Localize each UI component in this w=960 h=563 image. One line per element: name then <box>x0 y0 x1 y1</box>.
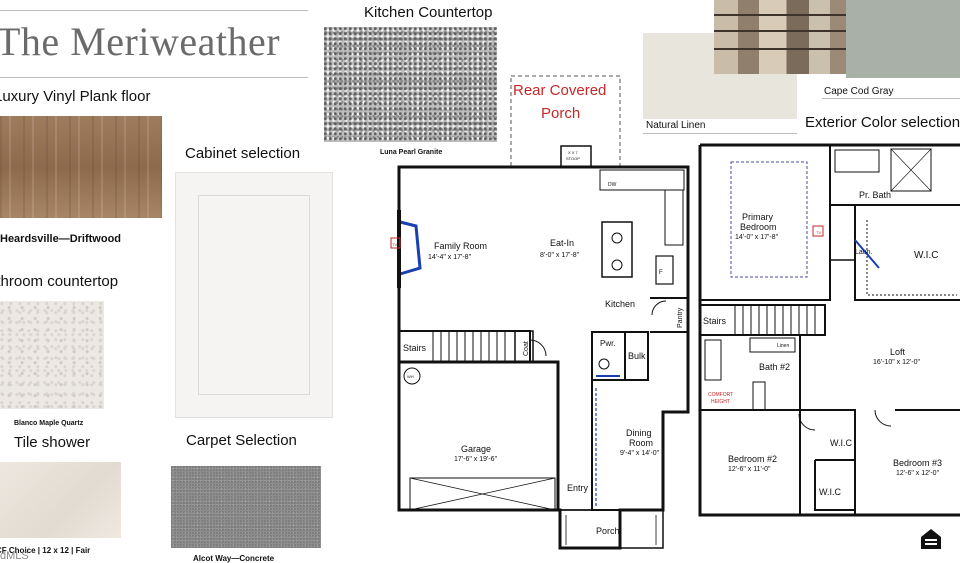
porch-label: Porch <box>596 526 620 536</box>
wic3-label: W.I.C <box>819 487 841 497</box>
gray-rule <box>822 98 960 99</box>
bed3-size: 12'-6" x 12'-0" <box>896 470 940 477</box>
coat-label: Coat <box>523 341 530 356</box>
dining-name-2: Room <box>629 438 653 448</box>
carpet-heading: Carpet Selection <box>186 432 297 449</box>
natural-linen-caption: Natural Linen <box>646 120 706 131</box>
cape-cod-gray-swatch <box>846 0 960 78</box>
pwr-label: Pwr. <box>600 339 616 348</box>
floor-heading: Luxury Vinyl Plank floor <box>0 88 151 105</box>
eat-in-name: Eat-In <box>550 238 574 248</box>
bed2-size: 12'-6" x 11'-0" <box>728 466 771 473</box>
bed3-name: Bedroom #3 <box>893 458 942 468</box>
family-room-size: 14'-4" x 17'-8" <box>428 254 472 261</box>
rear-porch-label-1: Rear Covered <box>513 82 606 99</box>
equal-housing-icon <box>921 529 941 549</box>
bath2-label: Bath #2 <box>759 362 790 372</box>
kitchen-swatch <box>324 27 497 142</box>
pr-bath-label: Pr. Bath <box>859 190 891 200</box>
pantry-label: Pantry <box>677 307 684 328</box>
loft-name: Loft <box>890 347 906 357</box>
cape-cod-gray-caption: Cape Cod Gray <box>824 86 894 97</box>
loft-size: 16'-10" x 12'-0" <box>873 359 920 366</box>
bulk-label: Bulk <box>628 351 646 361</box>
tile-caption: CF Choice | 12 x 12 | Fair <box>0 546 91 555</box>
exterior-heading: Exterior Color selection <box>805 114 960 131</box>
stone-swatch <box>714 0 846 74</box>
kitchen-caption: Luna Pearl Granite <box>380 149 443 156</box>
bath-counter-caption: Blanco Maple Quartz <box>14 420 84 427</box>
title-rule <box>0 77 308 78</box>
tv2-label: TV <box>816 230 821 235</box>
comfort-label-2: HEIGHT <box>711 399 730 405</box>
primary-size: 14'-0" x 17'-8" <box>735 234 779 241</box>
first-floor-plan: Rear Covered Porch X X 7 STOOP DW Family… <box>390 75 690 550</box>
garage-name: Garage <box>461 444 491 454</box>
stoop-label-1: X X 7 <box>568 150 579 155</box>
stoop-label-2: STOOP <box>566 156 580 161</box>
tile-heading: Tile shower <box>14 434 91 451</box>
wic-label: W.I.C <box>914 250 938 261</box>
floor-caption: Heardsville—Driftwood <box>0 233 122 245</box>
watermark: dMLS <box>0 550 29 562</box>
linen-rule <box>643 133 797 134</box>
tile-swatch <box>0 462 121 538</box>
primary-name-2: Bedroom <box>740 222 777 232</box>
wic2-label: W.I.C <box>830 438 852 448</box>
linen-label: Linen <box>777 343 789 349</box>
kitchen-heading: Kitchen Countertop <box>364 4 493 21</box>
garage-size: 17'-6" x 19'-6" <box>454 456 498 463</box>
eat-in-size: 8'-0" x 17'-8" <box>540 252 580 259</box>
page-title: The Meriweather <box>0 19 281 64</box>
second-floor-plan: Primary Bedroom 14'-0" x 17'-8" Pr. Bath… <box>698 143 960 549</box>
kitchen-label: Kitchen <box>605 299 635 309</box>
bed2-name: Bedroom #2 <box>728 454 777 464</box>
cabinet-swatch <box>175 172 333 418</box>
bath-counter-heading: Bathroom countertop <box>0 273 119 290</box>
primary-name-1: Primary <box>742 212 773 222</box>
entry-label: Entry <box>567 483 589 493</box>
title-rule-top <box>0 10 308 11</box>
carpet-caption: Alcot Way—Concrete <box>193 554 275 563</box>
comfort-label-1: COMFORT <box>708 392 733 398</box>
carpet-swatch <box>171 466 321 548</box>
dining-size: 9'-4" x 14'-0" <box>620 450 660 457</box>
rear-porch-label-2: Porch <box>541 105 580 122</box>
fridge-label: F <box>659 270 663 276</box>
laun-label: Laun. <box>855 249 873 256</box>
dining-name-1: Dining <box>626 428 652 438</box>
stairs-label: Stairs <box>403 343 427 353</box>
bath-counter-swatch <box>0 301 104 409</box>
cabinet-heading: Cabinet selection <box>185 145 301 162</box>
stairs2-label: Stairs <box>703 316 727 326</box>
family-room-name: Family Room <box>434 241 487 251</box>
floor-swatch <box>0 116 162 218</box>
dw-label: DW <box>608 182 617 188</box>
wh-label: WH <box>407 374 414 379</box>
tv-label: TV <box>392 242 397 247</box>
